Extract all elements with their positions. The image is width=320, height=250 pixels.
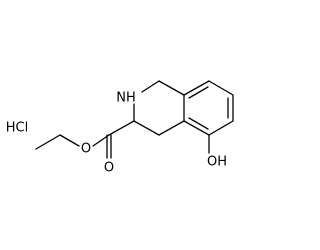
amine-label: NH (116, 91, 136, 106)
bond-c8a-c8 (183, 80, 210, 96)
atom-labels: HCl NH O O OH (6, 91, 227, 176)
bond-c3-c4 (133, 120, 160, 136)
bond-c8-c7 (208, 80, 234, 96)
bond-ethyl-c1-c2 (35, 134, 61, 150)
carbonyl-oxygen-label: O (104, 161, 114, 176)
bond-ethyl-c2-o (59, 134, 80, 147)
bonds (35, 80, 234, 159)
bond-n-c1 (141, 80, 160, 93)
ester-oxygen-label: O (81, 142, 91, 157)
bond-o-carbonyl (92, 134, 110, 147)
bond-c8-c8-inner (188, 86, 209, 99)
hydroxyl-label: OH (207, 155, 227, 170)
bond-c1-c8a (158, 80, 185, 96)
bond-c4-c4a (158, 120, 185, 136)
molecule-diagram: HCl NH O O OH (6, 80, 234, 176)
bond-c5-c4a-inner (188, 117, 209, 130)
bond-c6-c5 (208, 120, 234, 136)
salt-label: HCl (6, 121, 28, 136)
bond-carbonyl-c3 (108, 120, 135, 136)
bond-c5-c4a (183, 120, 210, 136)
